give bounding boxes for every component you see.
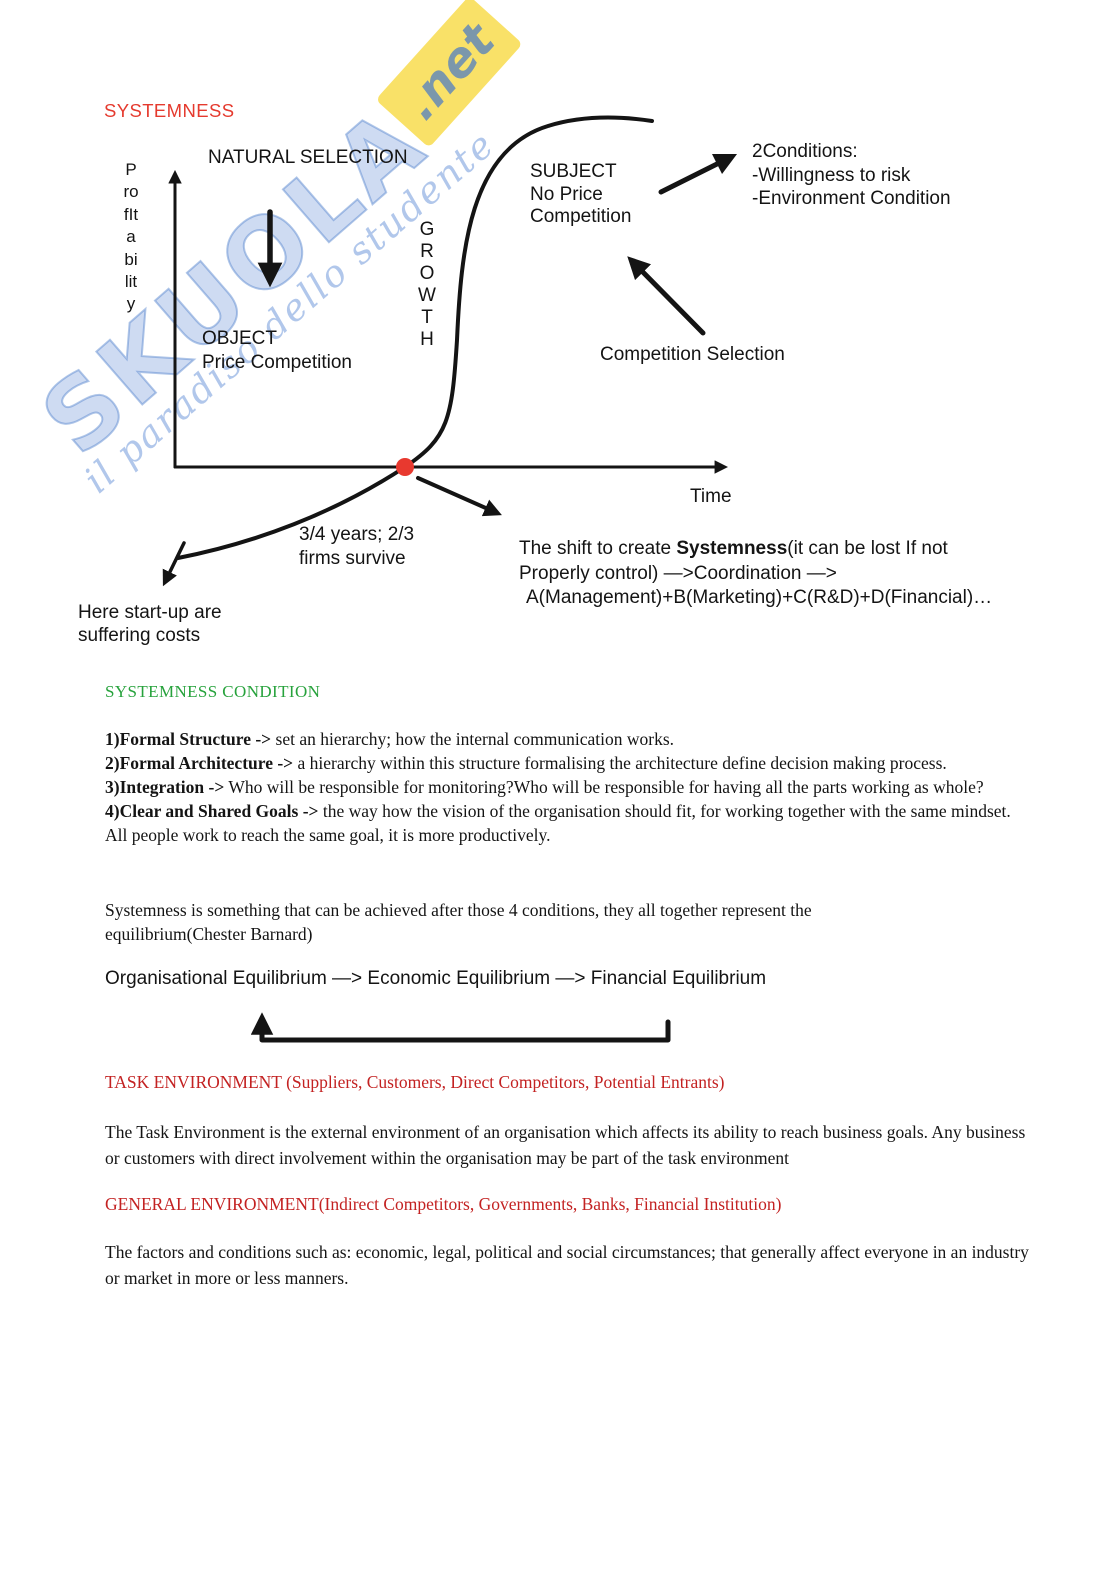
object-line2: Price Competition bbox=[202, 352, 352, 373]
two-conditions-title: 2Conditions: bbox=[752, 141, 858, 162]
competition-selection-label: Competition Selection bbox=[600, 344, 785, 365]
shift-line3: A(Management)+B(Marketing)+C(R&D)+D(Fina… bbox=[526, 587, 993, 608]
shift-note: The shift to create Systemness(it can be… bbox=[519, 537, 992, 611]
survival-note: 3/4 years; 2/3 firms survive bbox=[299, 523, 414, 571]
startup-cost-note: Here start-up are suffering costs bbox=[78, 601, 222, 647]
task-environment-heading: TASK ENVIRONMENT (Suppliers, Customers, … bbox=[105, 1070, 724, 1094]
shift-line1-bold: Systemness bbox=[676, 538, 788, 559]
watermark-brand: SKUOLA.net bbox=[20, 0, 552, 477]
systemness-summary: Systemness is something that can be achi… bbox=[105, 900, 812, 944]
condition-item-2-lead: 2)Formal Architecture -> bbox=[105, 753, 294, 773]
shift-line1-prefix: The shift to create bbox=[519, 538, 677, 559]
shift-line1-suffix: (it can be lost If not bbox=[787, 538, 948, 559]
task-environment-heading-label: TASK ENVIRONMENT bbox=[105, 1072, 282, 1092]
watermark-tagline: il paradiso dello studente bbox=[75, 122, 504, 502]
subject-label: SUBJECT No Price Competition bbox=[530, 161, 631, 229]
condition-item-4-text: the way how the vision of the organisati… bbox=[105, 801, 1011, 845]
subject-line1: SUBJECT bbox=[530, 161, 617, 182]
condition-item-4-lead: 4)Clear and Shared Goals -> bbox=[105, 801, 319, 821]
takeoff-point-dot bbox=[396, 458, 414, 476]
general-environment-heading-detail: (Indirect Competitors, Governments, Bank… bbox=[318, 1194, 782, 1214]
competition-selection-arrow bbox=[627, 256, 706, 336]
task-environment-body: The Task Environment is the external env… bbox=[105, 1122, 1026, 1168]
shift-line2: Properly control) —>Coordination —> bbox=[519, 562, 837, 584]
startup-line2: suffering costs bbox=[78, 625, 201, 646]
systemness-condition-heading: SYSTEMNESS CONDITION bbox=[105, 682, 321, 701]
condition-item-4: 4)Clear and Shared Goals -> the way how … bbox=[105, 799, 1013, 847]
object-label: OBJECT Price Competition bbox=[202, 327, 352, 375]
survival-line2: firms survive bbox=[299, 548, 406, 569]
survival-line1: 3/4 years; 2/3 bbox=[299, 524, 415, 545]
task-environment-heading-detail: (Suppliers, Customers, Direct Competitor… bbox=[281, 1072, 725, 1092]
subject-line2: No Price bbox=[530, 183, 603, 205]
two-conditions-item2: -Environment Condition bbox=[752, 188, 951, 209]
shift-line1: The shift to create Systemness(it can be… bbox=[519, 537, 992, 562]
condition-item-1-text: set an hierarchy; how the internal commu… bbox=[271, 729, 675, 749]
profitability-axis-label: ProfItability bbox=[123, 160, 139, 314]
general-environment-body: The factors and conditions such as: econ… bbox=[105, 1242, 1029, 1288]
two-conditions-item1: -Willingness to risk bbox=[752, 164, 911, 186]
time-axis-label: Time bbox=[690, 486, 732, 507]
shift-arrow bbox=[416, 476, 502, 517]
object-line1: OBJECT bbox=[202, 328, 277, 349]
condition-item-3-text: Who will be responsible for monitoring?W… bbox=[224, 777, 984, 797]
growth-axis-label: GROWTH bbox=[418, 219, 436, 350]
condition-item-1-lead: 1)Formal Structure -> bbox=[105, 729, 272, 749]
general-environment-heading: GENERAL ENVIRONMENT(Indirect Competitors… bbox=[105, 1192, 781, 1216]
general-environment-heading-label: GENERAL ENVIRONMENT bbox=[105, 1194, 319, 1214]
equilibrium-chain: Organisational Equilibrium —> Economic E… bbox=[105, 968, 767, 989]
startup-cost-arrow bbox=[162, 541, 186, 587]
condition-item-3-lead: 3)Integration -> bbox=[105, 777, 225, 797]
natural-selection-label: NATURAL SELECTION bbox=[208, 147, 408, 168]
subject-line3: Competition bbox=[530, 206, 632, 227]
watermark-brand-text: SKUOLA bbox=[20, 84, 448, 477]
systemness-condition-list: 1)Formal Structure -> set an hierarchy; … bbox=[105, 727, 1013, 847]
condition-item-3: 3)Integration -> Who will be responsible… bbox=[105, 775, 1013, 799]
page-title: SYSTEMNESS bbox=[104, 100, 235, 121]
equilibrium-loop-arrow bbox=[250, 1012, 671, 1043]
startup-line1: Here start-up are bbox=[78, 602, 222, 623]
two-conditions-arrow bbox=[658, 153, 738, 195]
condition-item-1: 1)Formal Structure -> set an hierarchy; … bbox=[105, 727, 1013, 751]
condition-item-2-text: a hierarchy within this structure formal… bbox=[293, 753, 947, 773]
watermark-brand-suffix: .net bbox=[375, 0, 523, 148]
two-conditions-label: 2Conditions: -Willingness to risk -Envir… bbox=[752, 140, 951, 211]
condition-item-2: 2)Formal Architecture -> a hierarchy wit… bbox=[105, 751, 1013, 775]
